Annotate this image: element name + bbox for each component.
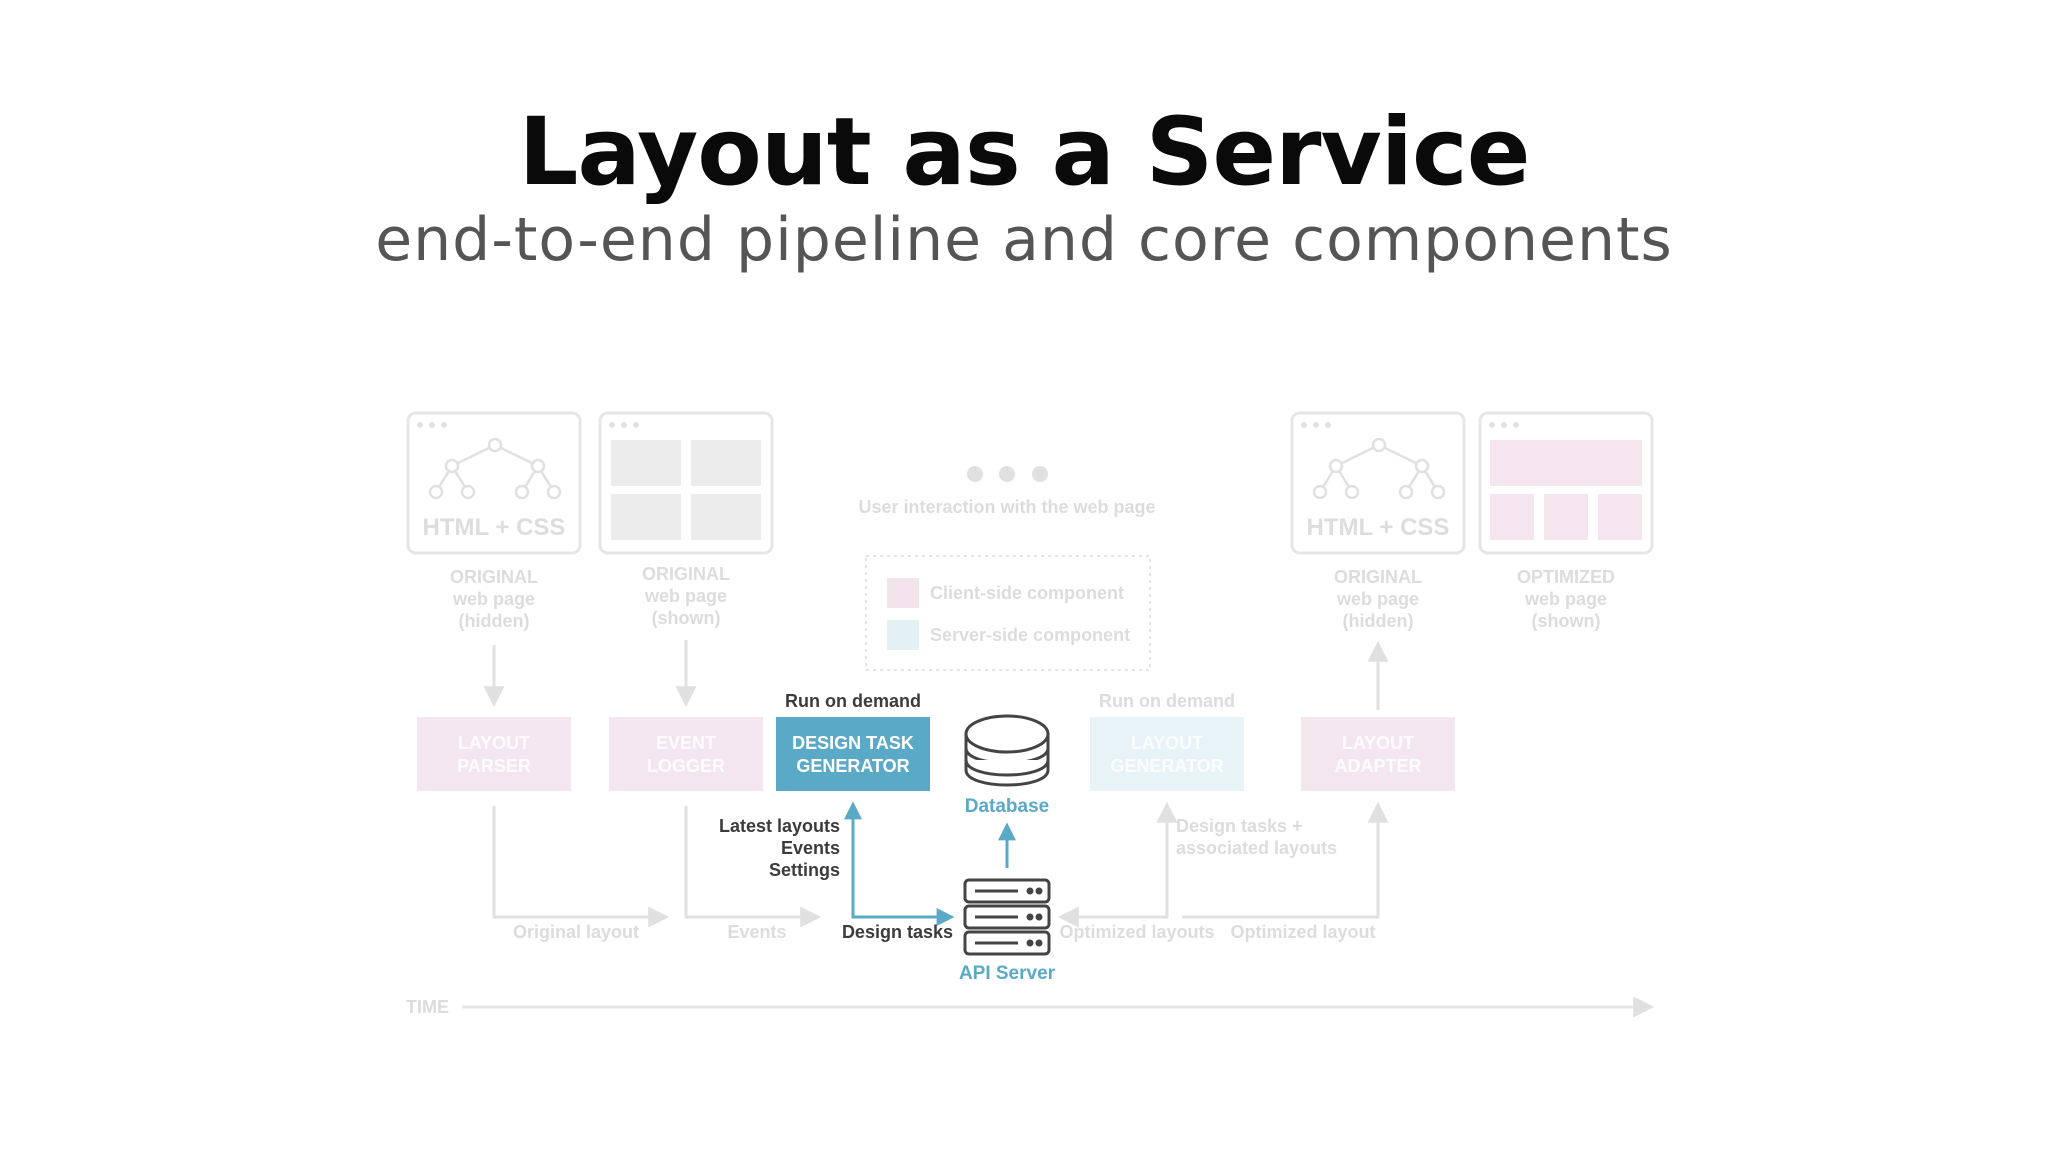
page-caption-line2: web page	[1336, 589, 1419, 609]
ellipsis-icon	[967, 466, 1048, 482]
page-caption-line2: web page	[452, 589, 535, 609]
tree-icon	[428, 437, 562, 500]
box-label-line1: DESIGN TASK	[792, 733, 914, 753]
layout-generator-box: LAYOUT GENERATOR	[1090, 717, 1244, 791]
page-caption-line2: web page	[1524, 589, 1607, 609]
client-side-swatch	[887, 578, 919, 608]
box-label-line2: GENERATOR	[1110, 756, 1223, 776]
box-label-line1: LAYOUT	[1342, 733, 1414, 753]
box-label-line2: ADAPTER	[1334, 756, 1421, 776]
window-dots-icon	[1301, 422, 1331, 428]
browser-frame	[406, 411, 582, 555]
optimized-shown-page: OPTIMIZED web page (shown)	[1478, 411, 1654, 631]
legend-frame	[865, 555, 1151, 671]
original-shown-page: ORIGINAL web page (shown)	[598, 411, 774, 628]
inputs-label-line1: Latest layouts	[719, 816, 840, 836]
window-dots-icon	[1489, 422, 1519, 428]
box-label-line1: EVENT	[656, 733, 716, 753]
slide-subtitle: end-to-end pipeline and core components	[375, 205, 1673, 275]
box-label-line2: GENERATOR	[796, 756, 909, 776]
layout-grid-icon	[611, 440, 761, 540]
design-tasks-label: Design tasks	[842, 922, 953, 942]
browser-frame	[1290, 411, 1466, 555]
legend: Client-side component Server-side compon…	[865, 555, 1151, 671]
arrow-server-layout-generator	[1057, 801, 1178, 928]
layout-adapter-box: LAYOUT ADAPTER	[1301, 717, 1455, 791]
original-layout-label: Original layout	[513, 922, 639, 942]
optimized-layout-label: Optimized layout	[1230, 922, 1375, 942]
interaction-label: User interaction with the web page	[858, 497, 1155, 517]
page-caption-line1: ORIGINAL	[642, 564, 730, 584]
page-caption-line2: web page	[644, 586, 727, 606]
database-label: Database	[965, 796, 1050, 817]
legend-server-side-label: Server-side component	[930, 625, 1130, 645]
inputs-label-line3: Settings	[769, 860, 840, 880]
arrow-parser-original-layout	[492, 806, 670, 928]
code-label: HTML + CSS	[423, 514, 566, 541]
window-dots-icon	[609, 422, 639, 428]
design-task-generator-box: DESIGN TASK GENERATOR	[776, 717, 930, 791]
page-caption-line1: OPTIMIZED	[1517, 567, 1615, 587]
page-caption-line1: ORIGINAL	[450, 567, 538, 587]
original-hidden-page-left: HTML + CSS ORIGINAL web page (hidden)	[406, 411, 582, 631]
box-label-line2: LOGGER	[647, 756, 725, 776]
database-icon	[964, 714, 1050, 787]
run-on-demand-label-right: Run on demand	[1099, 691, 1235, 711]
time-axis-label: TIME	[406, 997, 449, 1017]
browser-frame	[598, 411, 774, 555]
page-caption-line3: (hidden)	[1343, 611, 1414, 631]
original-hidden-page-right: HTML + CSS ORIGINAL web page (hidden)	[1290, 411, 1466, 631]
arrow-logger-events	[684, 806, 822, 928]
box-label-line1: LAYOUT	[1131, 733, 1203, 753]
code-label: HTML + CSS	[1307, 514, 1450, 541]
page-caption-line3: (hidden)	[459, 611, 530, 631]
inputs-label-line2: Events	[781, 838, 840, 858]
event-logger-box: EVENT LOGGER	[609, 717, 763, 791]
run-on-demand-label-left: Run on demand	[785, 691, 921, 711]
optimized-layouts-label: Optimized layouts	[1059, 922, 1214, 942]
window-dots-icon	[417, 422, 447, 428]
box-label-line2: PARSER	[457, 756, 531, 776]
page-caption-line1: ORIGINAL	[1334, 567, 1422, 587]
box-label-line1: LAYOUT	[458, 733, 530, 753]
legend-client-side-label: Client-side component	[930, 583, 1124, 603]
tree-icon	[1312, 437, 1446, 500]
design-tasks-assoc-line2: associated layouts	[1176, 838, 1337, 858]
server-side-swatch	[887, 620, 919, 650]
arrow-generator-server	[844, 801, 955, 926]
slide-title: Layout as a Service	[518, 98, 1531, 207]
browser-frame	[1478, 411, 1654, 555]
events-label: Events	[727, 922, 786, 942]
layout-parser-box: LAYOUT PARSER	[417, 717, 571, 791]
page-caption-line3: (shown)	[652, 608, 721, 628]
design-tasks-assoc-line1: Design tasks +	[1176, 816, 1303, 836]
arrow-server-adapter	[1182, 801, 1389, 919]
api-server-icon	[963, 878, 1051, 956]
page-caption-line3: (shown)	[1532, 611, 1601, 631]
optimized-layout-icon	[1490, 440, 1642, 540]
api-server-label: API Server	[959, 963, 1056, 984]
